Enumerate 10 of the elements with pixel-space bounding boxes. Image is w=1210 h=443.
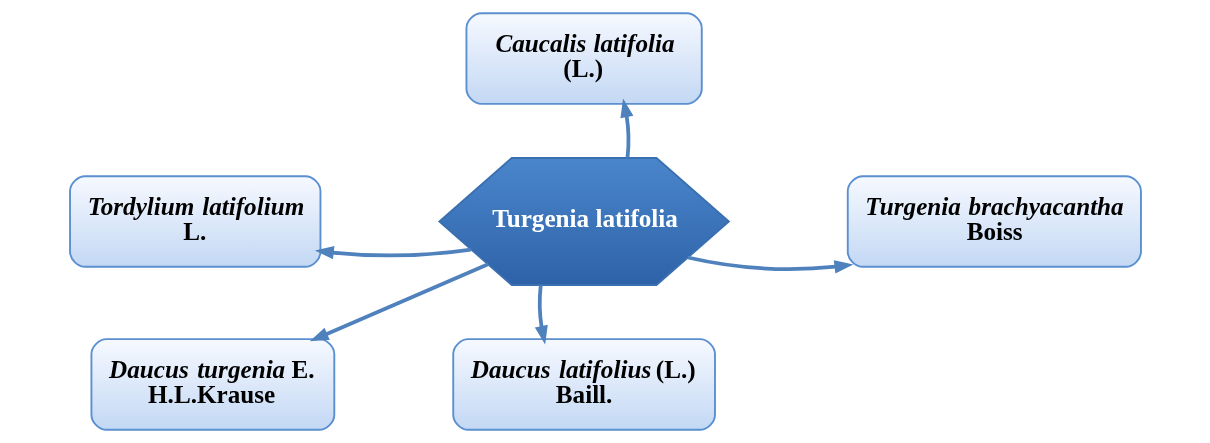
node-box: Tordylium latifolium L. xyxy=(68,175,321,268)
arrow xyxy=(314,246,471,260)
node-box: Daucus turgenia E. H.L.Krause xyxy=(90,338,335,431)
node-box: Caucalis latifolia (L.) xyxy=(465,12,703,105)
arrow xyxy=(534,285,548,345)
arrow xyxy=(309,262,489,342)
arrow xyxy=(619,98,633,158)
arrow xyxy=(687,255,853,274)
node-box: Turgenia brachyacantha Boiss xyxy=(846,175,1142,268)
node-box: Daucus latifolius (L.) Baill. xyxy=(451,338,716,431)
